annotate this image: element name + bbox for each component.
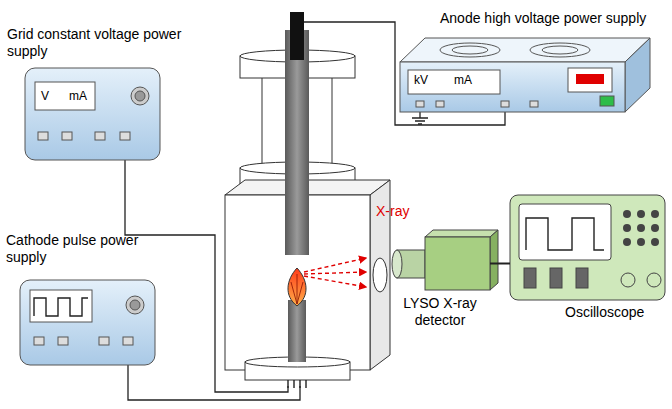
grid-power-supply: Grid constant voltage power supplyVmA [25,68,160,160]
signal-cable [490,263,510,265]
device-title: LYSO X-ray detector [385,295,495,329]
display-unit: mA [69,88,87,105]
device-title: Grid constant voltage power supply [7,26,212,60]
device-title: Oscilloscope [565,304,644,321]
device-title: Anode high voltage power supply [440,10,646,27]
display-unit: kV [414,72,428,89]
anode-power-supply: Anode high voltage power supplykVmA [400,62,625,112]
device-title: Cathode pulse power supply [6,232,171,266]
display-unit: V [41,88,49,105]
x-ray-detector: LYSO X-ray detector [425,237,490,290]
display-unit: mA [454,72,472,89]
ray-label: X-ray [376,203,409,220]
cathode-power-supply: Cathode pulse power supply [20,280,155,365]
oscilloscope: Oscilloscope [510,195,665,300]
